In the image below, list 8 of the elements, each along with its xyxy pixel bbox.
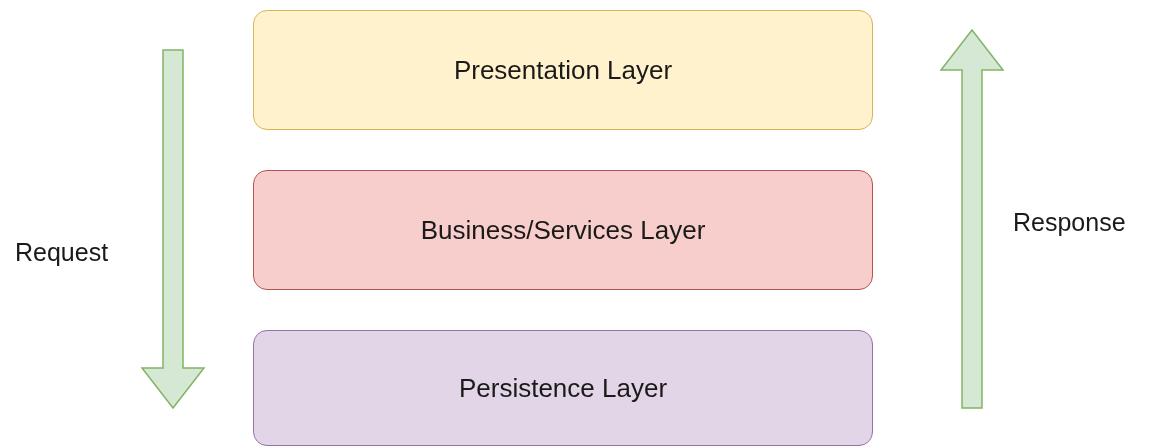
layer-box	[253, 170, 873, 290]
direction-label: Response	[1013, 208, 1126, 237]
layer-box	[253, 10, 873, 130]
layer-label: Business/Services Layer	[420, 214, 706, 246]
layer-box	[253, 330, 873, 446]
direction-label: Request	[15, 238, 109, 267]
layer-label: Presentation Layer	[453, 54, 673, 86]
layer-label: Persistence Layer	[458, 372, 668, 404]
